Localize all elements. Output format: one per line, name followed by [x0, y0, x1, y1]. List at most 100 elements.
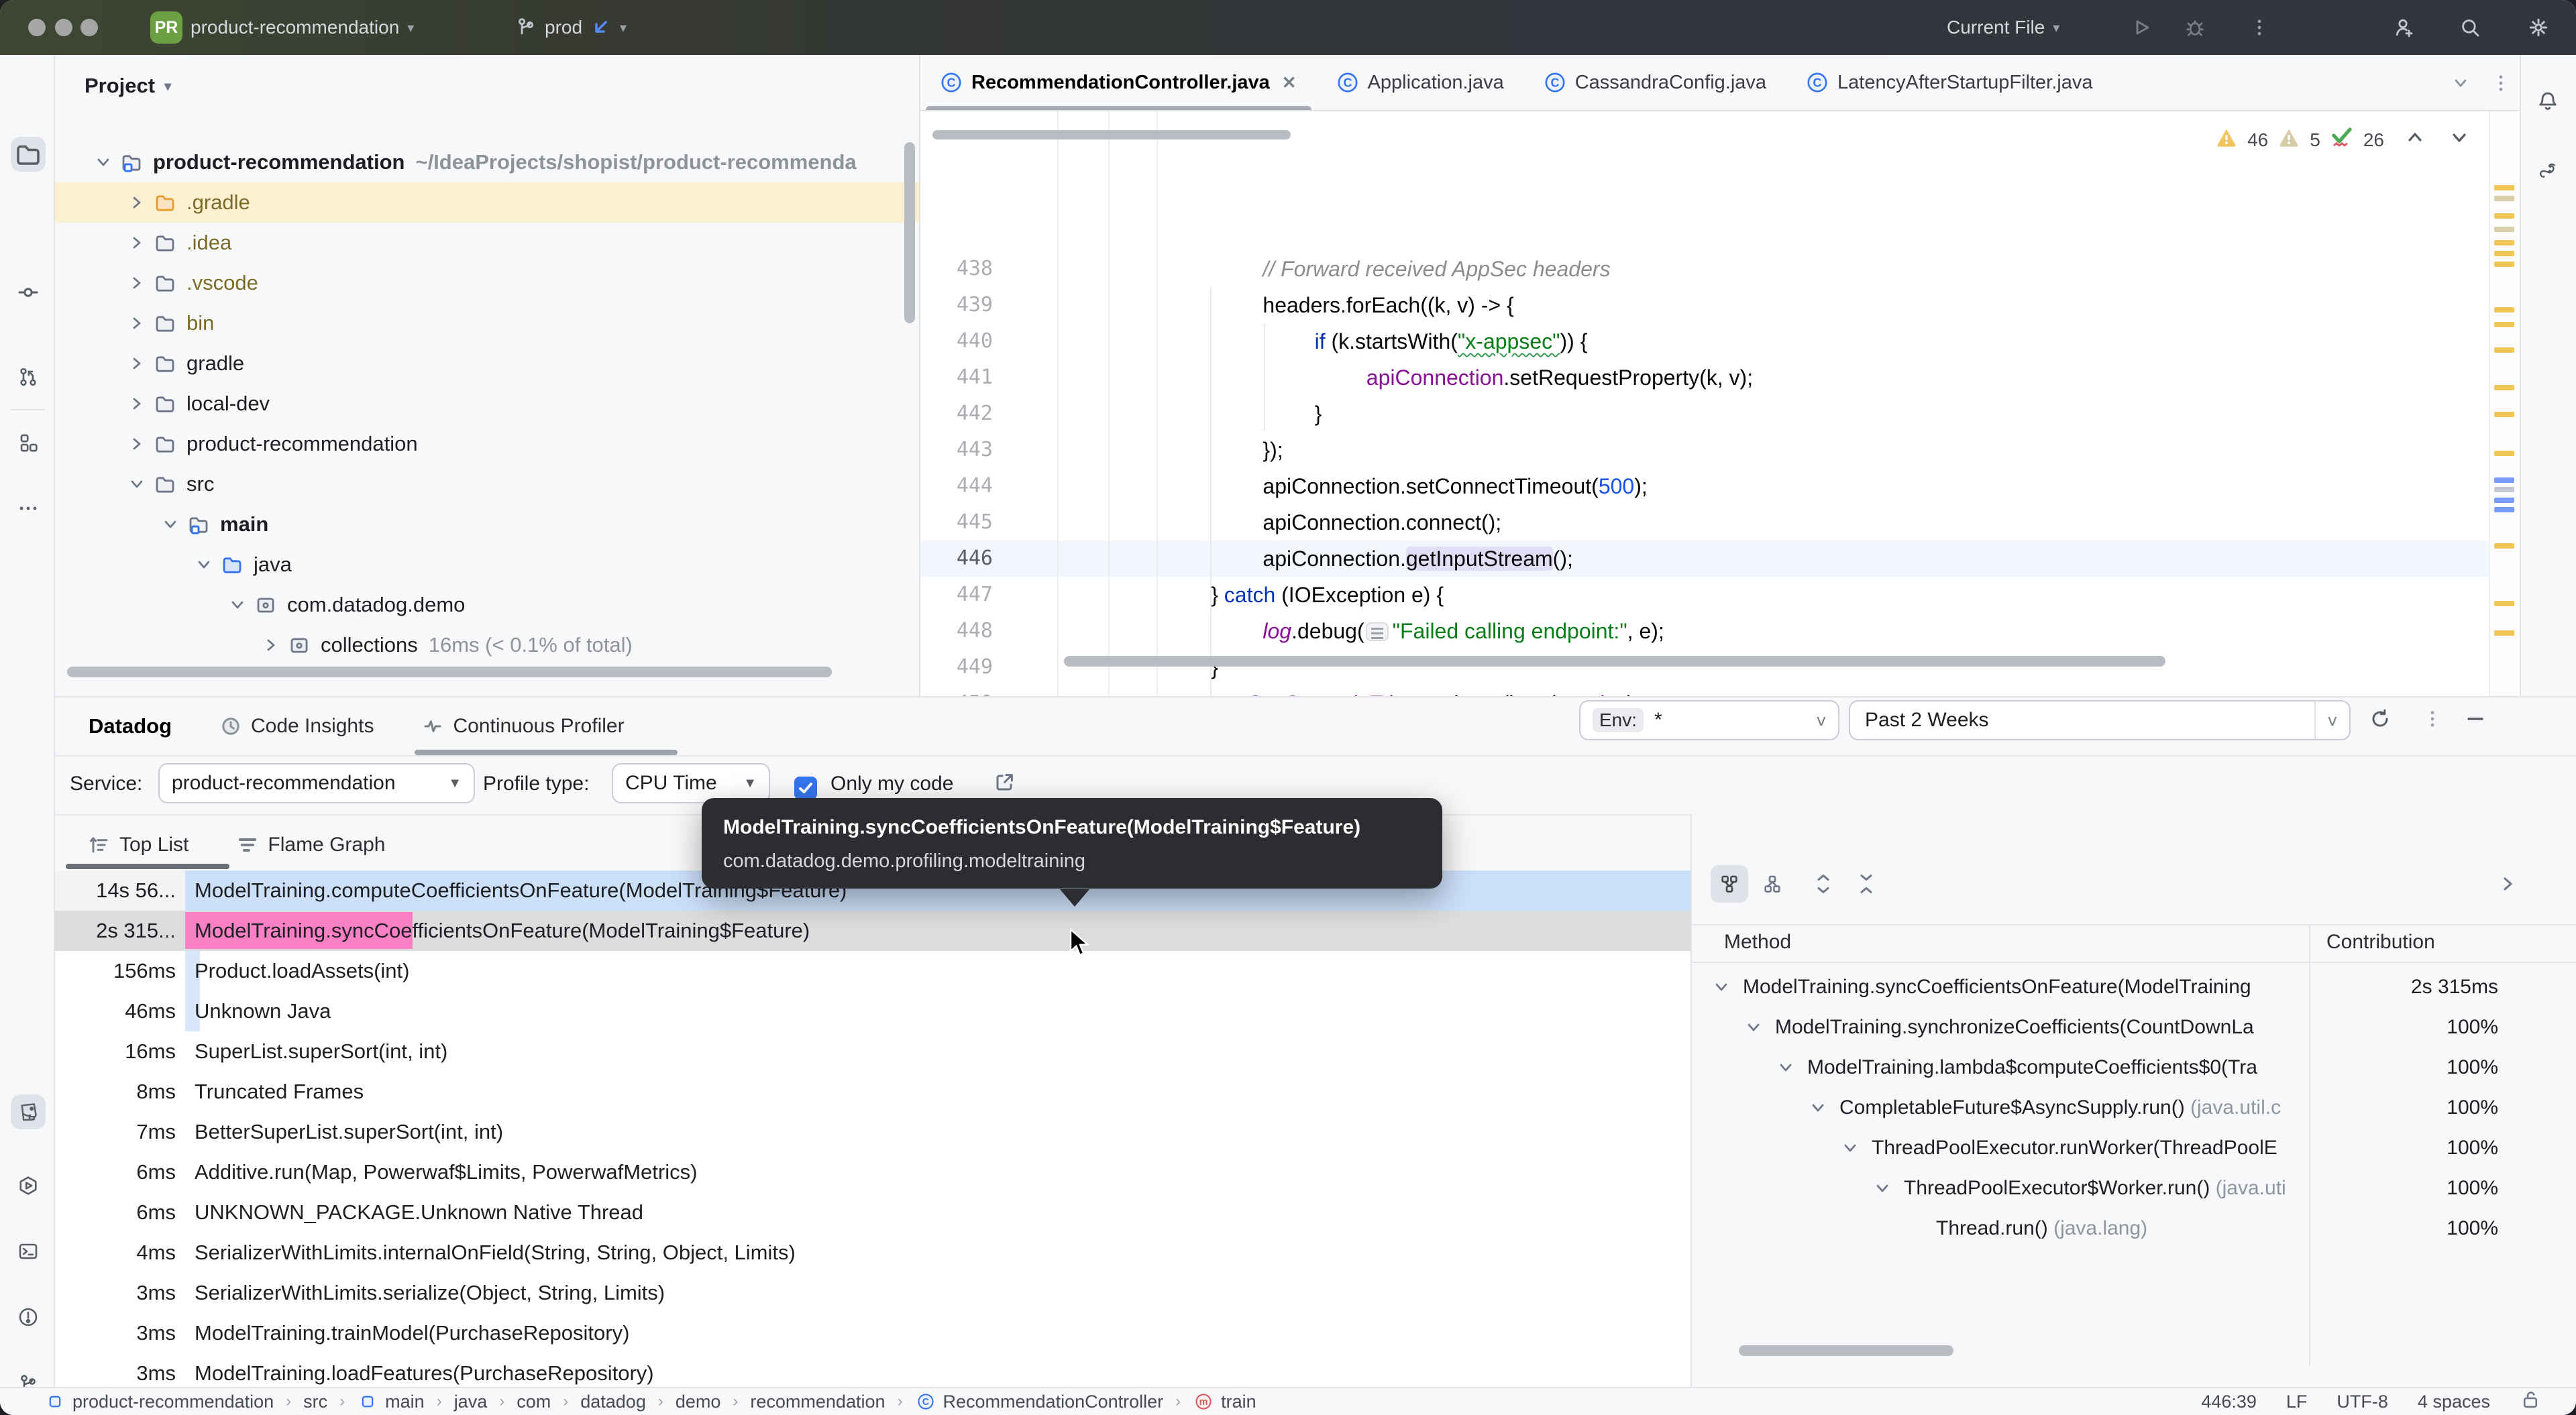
error-stripe-mark[interactable]	[2494, 227, 2514, 232]
chevron-right-icon[interactable]	[126, 192, 148, 213]
code-line-439[interactable]: headers.forEach((k, v) -> {	[920, 287, 2489, 323]
datadog-tab-Code Insights[interactable]: Code Insights	[220, 715, 374, 738]
error-stripe-mark[interactable]	[2494, 196, 2514, 201]
chevron-right-icon[interactable]	[126, 272, 148, 294]
details-horizontal-scrollbar[interactable]	[1739, 1345, 1953, 1356]
method-column-header[interactable]: Method	[1724, 931, 1792, 953]
contribution-column-header[interactable]: Contribution	[2326, 931, 2435, 953]
inspections-widget[interactable]: 46 5 26	[2215, 126, 2470, 154]
tree-item-main[interactable]: main	[55, 504, 919, 545]
terminal-tool-button[interactable]	[11, 1234, 46, 1269]
macos-minimize-button[interactable]	[55, 19, 72, 36]
callees-view-button[interactable]	[1711, 865, 1748, 903]
env-selector[interactable]: Env: * ⅴ	[1579, 700, 1839, 740]
chevron-down-icon[interactable]	[1839, 1137, 1861, 1159]
chevron-down-icon[interactable]	[160, 514, 181, 535]
details-tree-row[interactable]: ThreadPoolExecutor$Worker.run() (java.ut…	[1692, 1168, 2576, 1208]
error-stripe-mark[interactable]	[2494, 477, 2514, 483]
profile-type-selector[interactable]: CPU Time ▼	[612, 763, 770, 803]
tree-item-product-recommendation[interactable]: product-recommendation	[55, 424, 919, 464]
services-tool-button[interactable]	[11, 1168, 46, 1203]
error-stripe-mark[interactable]	[2494, 385, 2514, 390]
error-stripe-mark[interactable]	[2494, 307, 2514, 313]
tree-item-java[interactable]: java	[55, 545, 919, 585]
view-tab-Flame Graph[interactable]: Flame Graph	[237, 834, 385, 856]
run-configuration-selector[interactable]: Current File ▾	[1947, 0, 2059, 55]
more-actions-button[interactable]	[2249, 0, 2270, 55]
add-user-button[interactable]	[2394, 0, 2415, 55]
close-icon[interactable]: ✕	[1281, 72, 1297, 93]
tab-options-kebab-icon[interactable]	[2490, 72, 2512, 94]
editor-error-stripe[interactable]	[2489, 111, 2520, 696]
chevron-down-icon[interactable]	[126, 473, 148, 495]
previous-problem-chevron-icon[interactable]	[2404, 127, 2426, 153]
breadcrumb-datadog[interactable]: datadog	[580, 1392, 646, 1412]
top-list-row[interactable]: 2s 315...ModelTraining.syncCoefficientsO…	[55, 911, 1690, 951]
panel-options-kebab-icon[interactable]	[2422, 708, 2443, 735]
debug-button[interactable]	[2184, 0, 2206, 55]
pull-requests-tool-button[interactable]	[11, 359, 46, 394]
chevron-down-icon[interactable]	[93, 152, 114, 173]
code-line-441[interactable]: apiConnection.setRequestProperty(k, v);	[920, 359, 2489, 396]
code-line-450[interactable]: appSecScenarioTrigger.trigger(headers, l…	[920, 685, 2489, 696]
chevron-down-icon[interactable]	[1807, 1097, 1829, 1119]
indent-setting[interactable]: 4 spaces	[2417, 1391, 2490, 1412]
code-line-449[interactable]: }	[920, 649, 2489, 685]
error-stripe-mark[interactable]	[2494, 412, 2514, 417]
breadcrumb-demo[interactable]: demo	[676, 1392, 721, 1412]
error-stripe-mark[interactable]	[2494, 498, 2514, 503]
next-problem-chevron-icon[interactable]	[2449, 127, 2470, 153]
code-line-444[interactable]: apiConnection.setConnectTimeout(500);	[920, 468, 2489, 504]
error-stripe-mark[interactable]	[2494, 451, 2514, 456]
commit-tool-button[interactable]	[11, 275, 46, 310]
project-horizontal-scrollbar[interactable]	[67, 667, 832, 677]
line-ending[interactable]: LF	[2286, 1391, 2308, 1412]
chevron-right-icon[interactable]	[126, 353, 148, 374]
breadcrumb-recommendation[interactable]: recommendation	[750, 1392, 885, 1412]
breadcrumb-java[interactable]: java	[454, 1392, 488, 1412]
tree-item-com.datadog.demo[interactable]: com.datadog.demo	[55, 585, 919, 625]
datadog-tool-button[interactable]	[11, 1094, 46, 1129]
chevron-right-icon[interactable]	[126, 232, 148, 253]
error-stripe-mark[interactable]	[2494, 543, 2514, 549]
tool-window-title[interactable]: Datadog	[89, 714, 172, 738]
error-stripe-mark[interactable]	[2494, 185, 2514, 190]
chevron-right-icon[interactable]	[126, 433, 148, 455]
chevron-down-icon[interactable]	[193, 554, 215, 575]
error-stripe-mark[interactable]	[2494, 213, 2514, 219]
chevron-right-icon[interactable]	[126, 313, 148, 334]
tree-item-bin[interactable]: bin	[55, 303, 919, 343]
only-my-code-checkbox[interactable]	[794, 777, 817, 799]
details-tree-row[interactable]: ModelTraining.lambda$computeCoefficients…	[1692, 1048, 2576, 1088]
details-tree-row[interactable]: ModelTraining.syncCoefficientsOnFeature(…	[1692, 967, 2576, 1007]
code-line-442[interactable]: }	[920, 396, 2489, 432]
code-line-446[interactable]: apiConnection.getInputStream();	[920, 541, 2489, 577]
tree-item-.idea[interactable]: .idea	[55, 223, 919, 263]
project-widget[interactable]: PR product-recommendation ▾	[150, 0, 414, 55]
notifications-bell-icon[interactable]	[2530, 83, 2565, 118]
unlock-icon[interactable]	[2520, 1389, 2541, 1415]
error-stripe-mark[interactable]	[2494, 262, 2514, 267]
chevron-right-icon[interactable]	[126, 393, 148, 414]
chevron-right-icon[interactable]	[260, 634, 282, 656]
error-stripe-mark[interactable]	[2494, 487, 2514, 492]
code-line-448[interactable]: log.debug("Failed calling endpoint:", e)…	[920, 613, 2489, 649]
service-selector[interactable]: product-recommendation ▼	[158, 763, 475, 803]
breadcrumb-com[interactable]: com	[517, 1392, 551, 1412]
settings-button[interactable]	[2528, 0, 2549, 55]
code-line-445[interactable]: apiConnection.connect();	[920, 504, 2489, 541]
chevron-down-icon[interactable]	[1872, 1178, 1893, 1199]
tree-item-.vscode[interactable]: .vscode	[55, 263, 919, 303]
search-everywhere-button[interactable]	[2459, 0, 2481, 55]
error-stripe-mark[interactable]	[2494, 601, 2514, 606]
